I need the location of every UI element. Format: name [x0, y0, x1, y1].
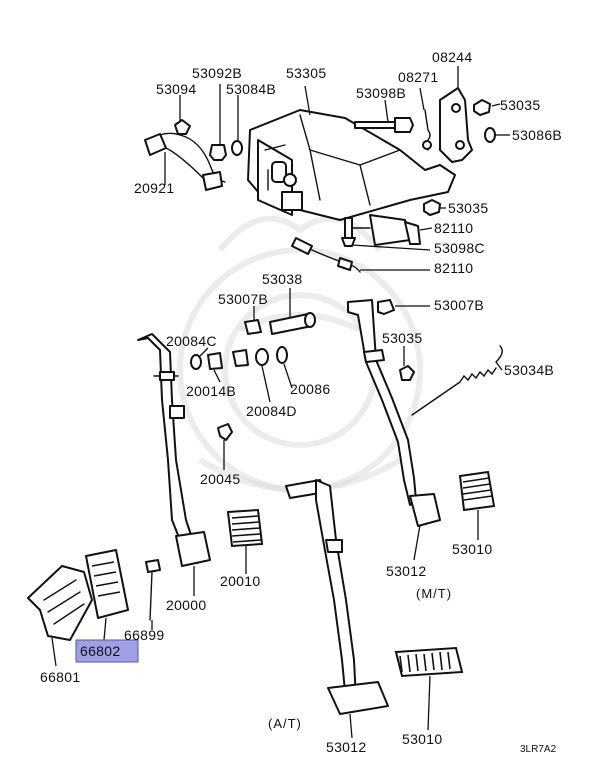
callout-66801[interactable]: 66801 [40, 669, 80, 685]
callout-53305[interactable]: 53305 [286, 65, 326, 81]
callout-53035-top[interactable]: 53035 [500, 97, 540, 113]
callout-53034b[interactable]: 53034B [504, 362, 554, 378]
callout-53010-mt[interactable]: 53010 [452, 541, 492, 557]
callout-20084d[interactable]: 20084D [246, 403, 297, 419]
bracket-08244[interactable] [439, 87, 473, 163]
stop-switch-82110[interactable] [347, 214, 421, 246]
pedal-pad-53010-at[interactable] [394, 646, 464, 678]
callout-20921[interactable]: 20921 [134, 180, 174, 196]
callout-53098b[interactable]: 53098B [356, 85, 406, 101]
callout-53035-low[interactable]: 53035 [382, 330, 422, 346]
accelerator-pad-66802[interactable] [85, 549, 129, 619]
pin-20045[interactable] [217, 423, 233, 441]
screw-53098c[interactable] [341, 217, 356, 247]
callout-53094[interactable]: 53094 [156, 81, 196, 97]
note-manual-transmission: (M/T) [416, 586, 452, 601]
callout-08244[interactable]: 08244 [432, 49, 472, 65]
callout-20045[interactable]: 20045 [200, 471, 240, 487]
callout-82110-a[interactable]: 82110 [434, 220, 473, 236]
callout-53035-mid[interactable]: 53035 [448, 200, 488, 216]
nut-53035-top[interactable] [473, 99, 491, 116]
callout-66899[interactable]: 66899 [124, 627, 164, 643]
bolt-53098b[interactable] [354, 117, 414, 133]
clip-53094[interactable] [174, 119, 191, 135]
harness-20921[interactable] [144, 132, 226, 191]
callout-20086[interactable]: 20086 [290, 381, 330, 397]
callout-20084c[interactable]: 20084C [166, 333, 217, 349]
callout-53007b-left[interactable]: 53007B [218, 291, 268, 307]
spring-clip-08271[interactable] [422, 109, 432, 151]
callout-20014b[interactable]: 20014B [186, 383, 236, 399]
leader-lines [51, 66, 510, 739]
callout-53012-mt[interactable]: 53012 [386, 563, 426, 579]
callout-53092b[interactable]: 53092B [192, 65, 242, 81]
washer-53084b[interactable] [231, 140, 243, 156]
callout-53012-at[interactable]: 53012 [326, 739, 366, 755]
bushings-20084c-20014b[interactable] [190, 346, 288, 370]
washer-53086b[interactable] [484, 127, 496, 143]
switch-lead-82110[interactable] [291, 237, 361, 273]
callout-53084b[interactable]: 53084B [226, 81, 276, 97]
shaft-53038[interactable] [269, 312, 316, 335]
clutch-pedal-20000[interactable] [137, 333, 211, 567]
callout-20000[interactable]: 20000 [166, 597, 206, 613]
callout-82110-b[interactable]: 82110 [434, 260, 473, 276]
callout-53010-at[interactable]: 53010 [402, 731, 442, 747]
callout-53098c[interactable]: 53098C [434, 240, 485, 256]
bolt-66899[interactable] [145, 559, 161, 621]
diagram-code: 3LR7A2 [520, 744, 557, 755]
pedal-bracket-53305[interactable] [247, 109, 456, 221]
highlight-66802 [75, 639, 139, 663]
nut-53035-low[interactable] [399, 365, 415, 381]
callout-53038[interactable]: 53038 [262, 271, 302, 287]
callout-53007b-right[interactable]: 53007B [434, 297, 484, 313]
callout-20010[interactable]: 20010 [220, 573, 260, 589]
pedal-pad-53010-mt[interactable] [458, 470, 496, 512]
callout-66802[interactable]: 66802 [80, 643, 120, 659]
brake-pedal-53012-mt[interactable] [347, 299, 441, 527]
callout-53086b[interactable]: 53086B [512, 127, 562, 143]
callout-labels: 53092B 53305 08244 53094 53084B 08271 53… [40, 49, 562, 755]
accelerator-bracket-66801[interactable] [27, 565, 93, 641]
callout-08271[interactable]: 08271 [398, 69, 438, 85]
pedal-pad-20010[interactable] [226, 508, 264, 548]
brake-pedal-53012-at[interactable] [285, 479, 389, 715]
nut-53035-mid[interactable] [423, 199, 441, 216]
return-spring-53034b[interactable] [411, 345, 503, 416]
note-automatic-transmission: (A/T) [268, 716, 302, 731]
bushing-53007b-right[interactable] [377, 299, 395, 315]
bushing-53092b[interactable] [209, 144, 227, 161]
bushing-53007b-left[interactable] [244, 319, 262, 335]
